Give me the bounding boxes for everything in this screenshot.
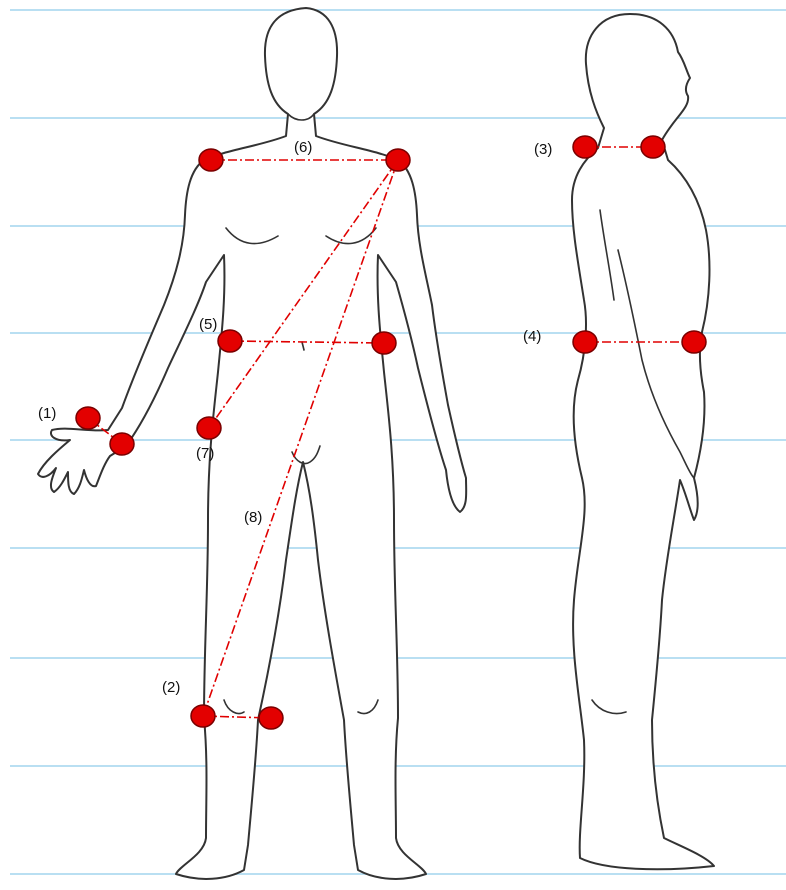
measurement-point [110, 433, 134, 455]
measurement-point [76, 407, 100, 429]
measurement-point [199, 149, 223, 171]
label-2: (2) [162, 679, 180, 696]
measurement-point [386, 149, 410, 171]
label-4: (4) [523, 328, 541, 345]
measurement-point [573, 331, 597, 353]
measurement-point [641, 136, 665, 158]
measurement-point [197, 417, 221, 439]
label-6: (6) [294, 139, 312, 156]
label-7: (7) [196, 445, 214, 462]
label-1: (1) [38, 405, 56, 422]
measurement-point [682, 331, 706, 353]
measurement-point [218, 330, 242, 352]
label-5: (5) [199, 316, 217, 333]
measurement-point [259, 707, 283, 729]
label-3: (3) [534, 141, 552, 158]
measurement-point [573, 136, 597, 158]
front-body-outline [38, 8, 466, 879]
measurement-point [372, 332, 396, 354]
label-8: (8) [244, 509, 262, 526]
front-body-figure [38, 8, 466, 879]
measurement-point [191, 705, 215, 727]
